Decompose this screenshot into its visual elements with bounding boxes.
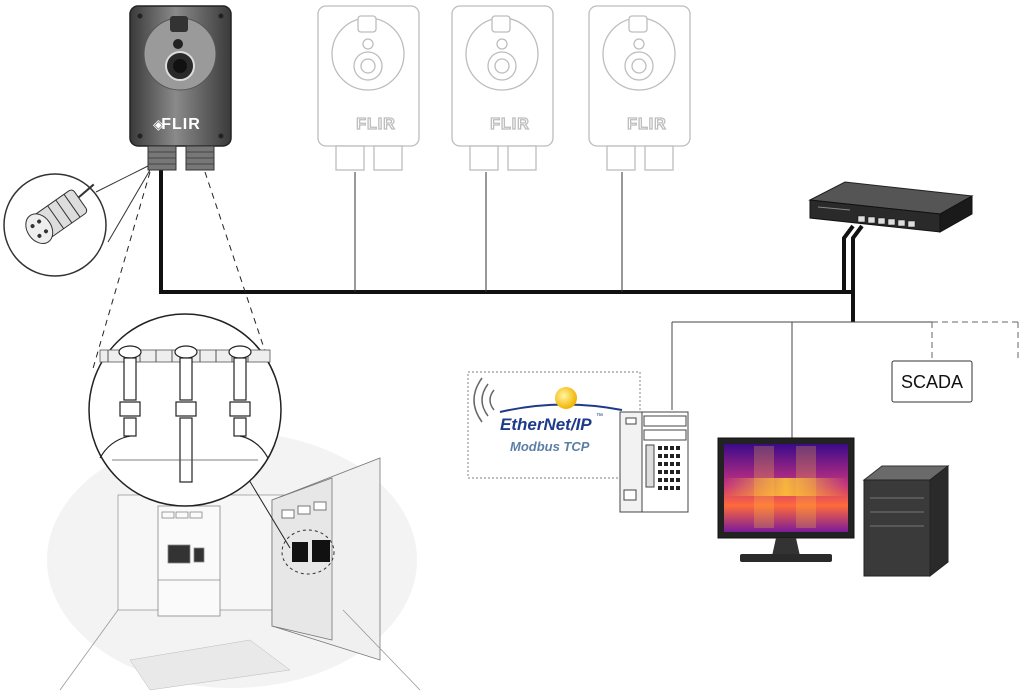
monitor-icon bbox=[717, 437, 855, 562]
pc-tower-icon bbox=[862, 464, 950, 578]
plc-icon bbox=[619, 411, 689, 513]
camera-logo: FLIR bbox=[161, 116, 201, 133]
scada-box: SCADA bbox=[891, 360, 973, 403]
switchgear-icon bbox=[157, 505, 221, 617]
camera-ghost-2: FLIR bbox=[451, 5, 554, 171]
network-switch-icon bbox=[808, 181, 974, 233]
trademark-symbol: ™ bbox=[596, 413, 603, 420]
fov-line-left bbox=[91, 171, 151, 373]
connector-callout bbox=[3, 165, 151, 277]
protocol-box: EtherNet/IP ™ Modbus TCP bbox=[467, 371, 641, 479]
camera-ghost-2-logo: FLIR bbox=[490, 116, 530, 133]
network-wiring bbox=[159, 165, 1020, 438]
ethernet-logo-sun bbox=[555, 387, 577, 409]
busbar-magnifier bbox=[88, 313, 291, 549]
modbus-tcp-label: Modbus TCP bbox=[510, 439, 590, 454]
switch-uplink-2 bbox=[842, 224, 855, 292]
ethernet-ip-label: EtherNet/IP bbox=[500, 415, 592, 434]
scada-label: SCADA bbox=[901, 372, 963, 392]
fov-line-right bbox=[204, 171, 273, 373]
camera-ghost-1-logo: FLIR bbox=[356, 116, 396, 133]
wireless-signal-icon bbox=[473, 377, 495, 423]
thermal-hotspot-band bbox=[724, 478, 848, 496]
camera-active: FLIR ◈ bbox=[129, 5, 232, 171]
camera-ghost-1: FLIR bbox=[317, 5, 420, 171]
svg-text:◈: ◈ bbox=[153, 116, 164, 132]
camera-ghost-3-logo: FLIR bbox=[627, 116, 667, 133]
switch-uplink-1 bbox=[851, 224, 864, 292]
network-bus-line bbox=[159, 165, 853, 294]
camera-ghost-3: FLIR bbox=[588, 5, 691, 171]
